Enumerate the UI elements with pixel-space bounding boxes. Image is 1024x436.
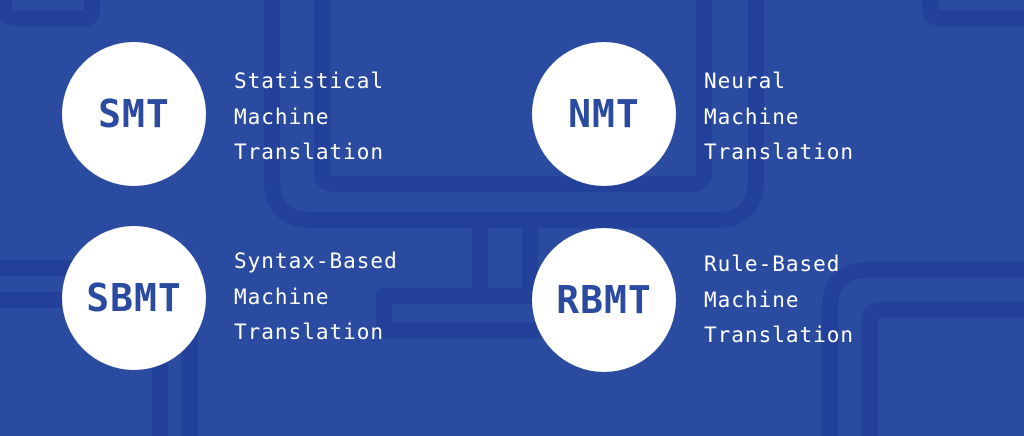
nmt-abbreviation: NMT: [568, 92, 640, 136]
sbmt-line-3: Translation: [234, 320, 385, 344]
nmt-line-1: Neural: [704, 69, 786, 93]
rbmt-badge: RBMT: [532, 228, 676, 372]
nmt-line-2: Machine: [704, 104, 800, 129]
nmt-badge: NMT: [532, 42, 676, 186]
rbmt-line-2: Machine: [704, 287, 800, 312]
nmt-line-3: Translation: [704, 140, 855, 164]
rbmt-description: Rule-Based Machine Translation: [704, 247, 854, 354]
sbmt-badge: SBMT: [62, 226, 206, 370]
sbmt-description: Syntax-Based Machine Translation: [234, 244, 398, 351]
smt-abbreviation: SMT: [98, 92, 170, 136]
rbmt-abbreviation: RBMT: [556, 278, 652, 322]
smt-line-1: Statistical: [234, 69, 385, 93]
smt-badge: SMT: [62, 42, 206, 186]
sbmt-abbreviation: SBMT: [86, 276, 182, 320]
smt-line-2: Machine: [234, 104, 330, 129]
sbmt-line-2: Machine: [234, 284, 330, 309]
rbmt-line-1: Rule-Based: [704, 252, 841, 276]
nmt-description: Neural Machine Translation: [704, 64, 854, 171]
sbmt-line-1: Syntax-Based: [234, 249, 398, 273]
smt-line-3: Translation: [234, 140, 385, 164]
rbmt-line-3: Translation: [704, 323, 855, 347]
smt-description: Statistical Machine Translation: [234, 64, 384, 171]
